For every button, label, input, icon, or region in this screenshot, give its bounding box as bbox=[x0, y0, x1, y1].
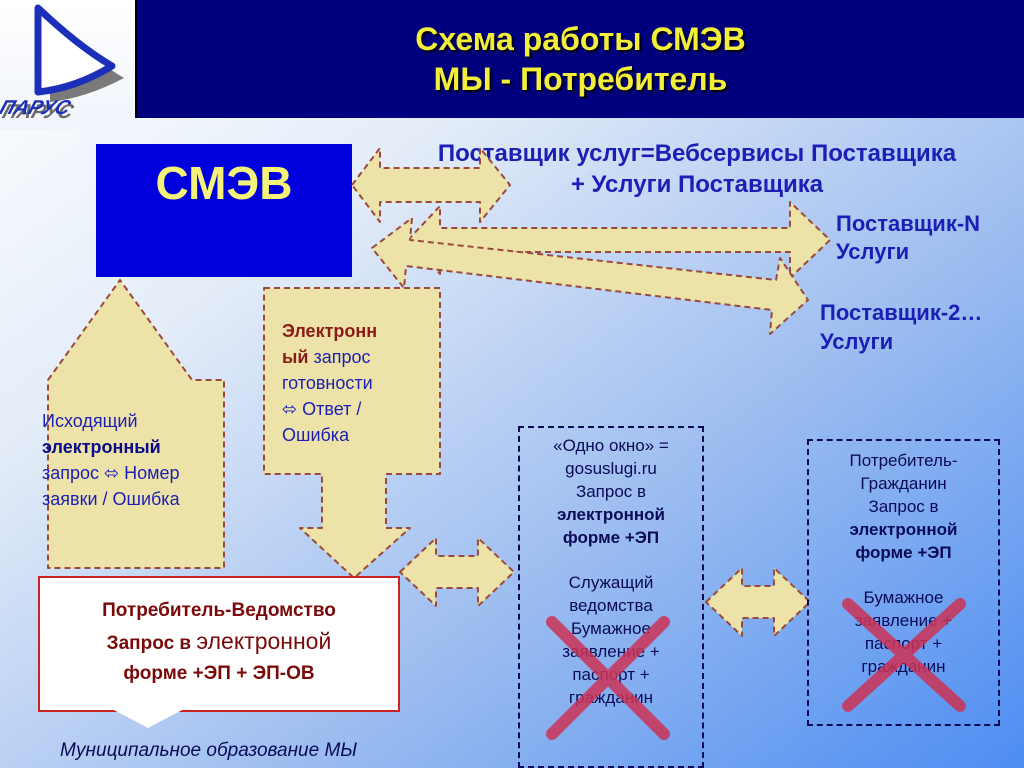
window-line1: «Одно окно» = bbox=[553, 436, 669, 455]
provider-n-double-arrow bbox=[407, 201, 831, 279]
smev-box: СМЭВ bbox=[96, 144, 352, 277]
window-line8: Бумажное bbox=[571, 619, 651, 638]
provider-2-label: Поставщик-2… Услуги bbox=[820, 298, 982, 356]
readiness-request-text: Электронн ый запрос готовности ⬄ Ответ /… bbox=[282, 318, 432, 448]
window-line9: заявление + bbox=[562, 642, 660, 661]
provider-2-double-arrow bbox=[371, 217, 809, 335]
smev-provider-double-arrow bbox=[351, 147, 511, 223]
page-title-line2: МЫ - Потребитель bbox=[433, 61, 728, 97]
citizen-line9: гражданин bbox=[861, 657, 946, 676]
provider-main-line1: Поставщик услуг=Вебсервисы Поставщика bbox=[437, 140, 957, 167]
window-line7: ведомства bbox=[569, 596, 653, 615]
provider-main-line2: + Услуги Поставщика bbox=[570, 171, 824, 198]
citizen-line3: Запрос в bbox=[868, 497, 939, 516]
provider-n-line2: Услуги bbox=[836, 239, 910, 264]
agency-line2-big: электронной bbox=[196, 628, 332, 654]
readiness-request-down-arrow bbox=[263, 287, 441, 579]
sail-logo-icon: ПАРУС ПАРУС bbox=[0, 4, 124, 123]
readiness-line2-bold: ый bbox=[282, 347, 309, 367]
outgoing-request-up-arrow bbox=[47, 279, 225, 569]
footer-caption: Муниципальное образование МЫ bbox=[60, 740, 358, 761]
consumer-citizen-box: Потребитель- Гражданин Запрос в электрон… bbox=[807, 439, 1000, 726]
outgoing-line1: Исходящий bbox=[42, 411, 138, 431]
citizen-line1: Потребитель- bbox=[849, 451, 958, 470]
logo: ПАРУС ПАРУС bbox=[0, 0, 135, 130]
outgoing-line2: электронный bbox=[42, 437, 161, 457]
readiness-line2-rest: запрос bbox=[308, 347, 371, 367]
window-line4: электронной bbox=[557, 505, 665, 524]
readiness-line1: Электронн bbox=[282, 321, 378, 341]
window-line10: паспорт + bbox=[572, 665, 650, 684]
outgoing-line3: запрос ⬄ Номер bbox=[42, 463, 180, 483]
provider-n-line1: Поставщик-N bbox=[836, 211, 981, 236]
readiness-line5: Ошибка bbox=[282, 425, 350, 445]
citizen-line7: заявление + bbox=[854, 611, 953, 630]
title-panel: Схема работы СМЭВ МЫ - Потребитель bbox=[137, 0, 1024, 118]
page-title-line1: Схема работы СМЭВ bbox=[415, 21, 746, 57]
provider-services-label: Поставщик услуг=Вебсервисы Поставщика + … bbox=[372, 138, 1022, 200]
window-line3: Запрос в bbox=[575, 482, 647, 501]
agency-line3: форме +ЭП + ЭП-ОВ bbox=[123, 663, 315, 684]
agency-window-double-arrow bbox=[399, 537, 515, 607]
provider-n-label: Поставщик-N Услуги bbox=[836, 210, 980, 266]
window-line5: форме +ЭП bbox=[562, 528, 660, 547]
svg-text:ПАРУС: ПАРУС bbox=[0, 96, 74, 118]
window-line11: гражданин bbox=[568, 688, 654, 707]
window-line2: gosuslugi.ru bbox=[565, 459, 657, 478]
consumer-agency-box: Потребитель-Ведомство Запрос в электронн… bbox=[38, 576, 400, 712]
readiness-line4: ⬄ Ответ / bbox=[282, 399, 362, 419]
window-line6: Служащий bbox=[568, 573, 654, 592]
agency-line1: Потребитель-Ведомство bbox=[102, 600, 336, 621]
outgoing-line4: заявки / Ошибка bbox=[42, 489, 180, 509]
citizen-line6: Бумажное bbox=[863, 588, 944, 607]
svg-text:ПАРУС: ПАРУС bbox=[0, 100, 77, 122]
provider-2-line2: Услуги bbox=[820, 329, 894, 354]
citizen-line2: Гражданин bbox=[860, 474, 947, 493]
agency-line2-bold: Запрос в bbox=[106, 633, 197, 654]
agency-callout-notch bbox=[110, 708, 186, 728]
single-window-box: «Одно окно» = gosuslugi.ru Запрос в элек… bbox=[518, 426, 704, 768]
citizen-line4: электронной bbox=[849, 520, 958, 539]
window-citizen-double-arrow bbox=[705, 567, 811, 637]
outgoing-request-text: Исходящий электронный запрос ⬄ Номер зая… bbox=[42, 408, 242, 512]
citizen-line5: форме +ЭП bbox=[855, 543, 952, 562]
provider-2-line1: Поставщик-2… bbox=[820, 300, 983, 325]
readiness-line3: готовности bbox=[282, 373, 373, 393]
citizen-line8: паспорт + bbox=[864, 634, 943, 653]
